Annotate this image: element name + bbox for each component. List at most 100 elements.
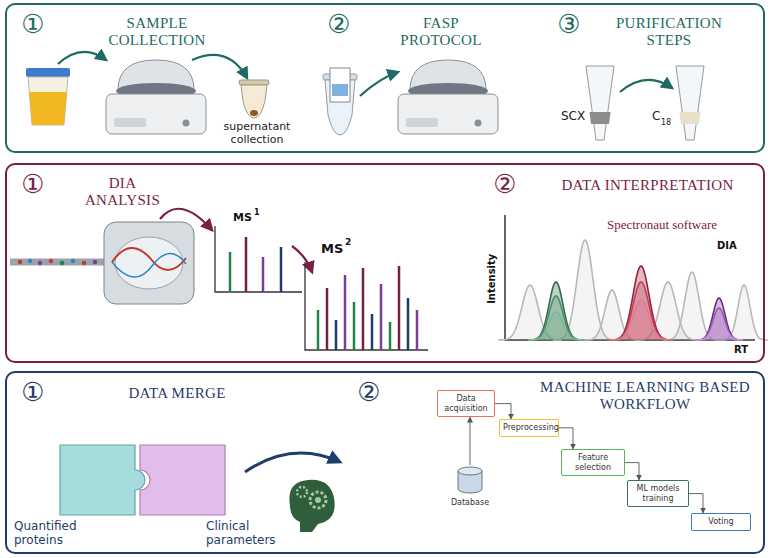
illustration-part	[10, 259, 104, 266]
illustration-part	[241, 85, 267, 118]
figure-label: Intensity	[486, 249, 498, 309]
illustration-part	[695, 318, 743, 340]
step-number: ②	[353, 379, 385, 405]
step-number: ②	[323, 11, 355, 37]
illustration-part	[106, 60, 206, 134]
illustration-part	[407, 298, 410, 350]
illustration-part	[380, 284, 383, 350]
illustration-part	[586, 66, 614, 140]
illustration-part	[292, 246, 312, 272]
illustration-part	[192, 55, 247, 78]
figure-label: MS	[233, 212, 252, 225]
process-box: ML models training	[627, 480, 689, 507]
section-panel: ① SAMPLE COLLECTION ② FASP PROTOCOL ③ PURIFIC…	[5, 3, 765, 153]
illustration-part	[609, 266, 673, 340]
illustration-part	[528, 282, 584, 340]
node-text: Database	[445, 498, 495, 507]
illustration-part	[335, 320, 338, 350]
flow-arrow	[470, 417, 471, 465]
illustration-part	[112, 253, 186, 277]
illustration-part	[58, 52, 106, 64]
illustration-part	[315, 497, 321, 503]
figure-label: supernatant collection	[220, 121, 294, 146]
illustration-part	[115, 237, 183, 289]
illustration-part	[112, 248, 186, 270]
illustration-part	[104, 222, 194, 304]
cylinder-top	[458, 467, 482, 475]
illustration-part	[332, 84, 348, 96]
illustration-part	[289, 480, 334, 532]
step-number: ①	[17, 379, 49, 405]
illustration-part	[250, 110, 258, 116]
process-box: Voting	[691, 513, 751, 531]
illustration-part	[330, 68, 350, 102]
illustration-part	[60, 445, 145, 515]
illustration-part	[695, 308, 743, 340]
figure-label: 18	[661, 118, 671, 127]
illustration-part	[60, 261, 64, 265]
illustration-part	[416, 310, 419, 350]
node-text: ML models training	[631, 484, 685, 503]
section-heading: MACHINE LEARNING BASED WORKFLOW	[529, 379, 761, 414]
illustration-part	[28, 77, 68, 125]
illustration-part	[344, 275, 347, 350]
illustration-part	[371, 314, 374, 350]
illustration-part	[609, 300, 673, 340]
database-icon	[455, 465, 485, 495]
illustration-part	[18, 260, 22, 264]
figure-label: Clinical parameters	[206, 520, 296, 548]
illustration-part	[49, 259, 53, 263]
illustration-part	[620, 80, 672, 92]
illustration-part	[160, 209, 212, 230]
illustration-part	[676, 66, 704, 140]
illustration-part	[82, 261, 86, 265]
process-box: Data acquisition	[437, 390, 495, 417]
illustration-part	[229, 252, 232, 292]
node-text: Voting	[695, 517, 747, 527]
illustration-part	[280, 247, 283, 292]
figure-label: SCX	[561, 110, 585, 124]
node-text: Preprocessing	[503, 423, 555, 433]
illustration-part	[262, 257, 265, 292]
illustration-part	[609, 282, 673, 340]
illustration-part	[680, 112, 701, 124]
illustration-part	[695, 298, 743, 340]
illustration-part	[398, 60, 498, 134]
illustration-part	[398, 266, 401, 350]
figure-label: MS	[321, 242, 343, 257]
illustration-part	[245, 237, 248, 292]
illustration-part	[71, 259, 75, 263]
figure-label: DIA	[717, 240, 737, 252]
section-heading: DATA MERGE	[82, 385, 272, 402]
node-text: Feature selection	[565, 453, 621, 472]
figure-label: C	[652, 110, 660, 124]
section-heading: FASP PROTOCOL	[385, 15, 497, 50]
illustration-part	[239, 80, 269, 85]
process-box: Preprocessing	[499, 419, 559, 437]
section-heading: PURIFICATION STEPS	[599, 15, 739, 50]
section-heading: DIA ANALYSIS	[75, 175, 170, 210]
section-heading: SAMPLE COLLECTION	[92, 15, 222, 50]
flow-arrow	[559, 428, 573, 449]
illustration-part	[528, 296, 584, 340]
step-number: ③	[553, 11, 585, 37]
figure-label: RT	[734, 344, 748, 356]
illustration-part	[297, 487, 307, 497]
illustration-part	[38, 261, 42, 265]
flow-arrow	[689, 494, 703, 513]
flow-arrow	[495, 404, 511, 419]
figure-label: 2	[345, 237, 351, 247]
figure-label: 1	[254, 208, 260, 217]
node-text: Data acquisition	[441, 394, 491, 413]
flow-arrow	[625, 463, 639, 480]
illustration-part	[245, 453, 340, 472]
illustration-part	[28, 259, 32, 263]
section-panel: ①DIA ANALYSIS②DATA INTERPRETATION	[5, 163, 765, 363]
illustration-part	[310, 492, 326, 508]
illustration-part	[326, 288, 329, 350]
step-number: ①	[17, 11, 49, 37]
illustration-part	[140, 445, 225, 515]
